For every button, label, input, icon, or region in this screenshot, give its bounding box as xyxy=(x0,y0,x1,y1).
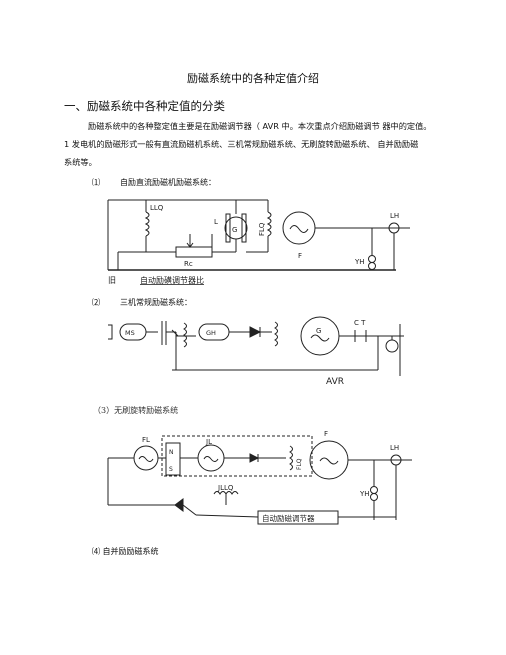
d3-jllq-label: JLLQ xyxy=(217,484,234,492)
d1-f-label: F xyxy=(298,252,302,260)
d3-jl-label: JL xyxy=(205,438,212,446)
section-heading: 一、励磁系统中各种定值的分类 xyxy=(64,99,225,113)
d1-rc-label: Rc xyxy=(184,260,193,268)
sub1-number: ⑴ xyxy=(92,178,100,187)
sub4-text: ⑷ 自并励励磁系统 xyxy=(92,547,159,556)
d1-flq-label: FLQ xyxy=(258,222,266,236)
d2-avr-label: AVR xyxy=(326,377,344,387)
d1-l-label: L xyxy=(214,218,218,226)
d1-lh-label: LH xyxy=(390,212,399,220)
diagram-2 xyxy=(108,316,404,376)
sub2-text: 三机常规励磁系统： xyxy=(120,298,192,307)
sub3-text: （3）无刷旋转励磁系统 xyxy=(93,406,179,415)
d3-avr-box-label: 自动励磁调节器 xyxy=(262,513,315,523)
d3-fl-label: FL xyxy=(142,436,150,444)
paragraph-line-1: 励磁系统中的各种整定值主要是在励磁调节器（ AVR 中。本次重点介绍励磁调节 器… xyxy=(88,121,432,131)
d3-s-label: S xyxy=(169,466,173,473)
page-title: 励磁系统中的各种定值介绍 xyxy=(187,72,319,85)
d2-ms-label: MS xyxy=(125,329,135,337)
d1-caption: 自动励磺调节器比 xyxy=(140,275,204,285)
d2-ct-label: C T xyxy=(354,319,366,327)
diagram-1 xyxy=(107,199,410,271)
d3-f-label: F xyxy=(324,430,328,438)
d3-n-label: N xyxy=(169,449,174,456)
paragraph-line-2: 1 发电机的励磁形式一般有直流励磁机系统、三机常规励磁系统、无刷旋转励磁系统、 … xyxy=(64,139,419,149)
diagram-3 xyxy=(107,435,412,525)
d2-g-label: G xyxy=(316,327,321,335)
d1-yh-label: YH xyxy=(354,258,365,266)
d3-flq-label: FLQ xyxy=(296,458,303,470)
sub1-text: 自励直流励磁机励磁系统： xyxy=(120,178,216,187)
d1-llq-label: LLQ xyxy=(150,204,164,212)
sub2-number: ⑵ xyxy=(92,298,100,307)
d2-gh-label: GH xyxy=(206,329,216,337)
d3-yh-label: YH xyxy=(359,490,370,498)
paragraph-line-3: 系统等。 xyxy=(64,157,97,167)
d1-g-label: G xyxy=(232,226,237,234)
d3-lh-label: LH xyxy=(390,444,399,452)
d1-caption-left: 旧 xyxy=(108,276,116,285)
